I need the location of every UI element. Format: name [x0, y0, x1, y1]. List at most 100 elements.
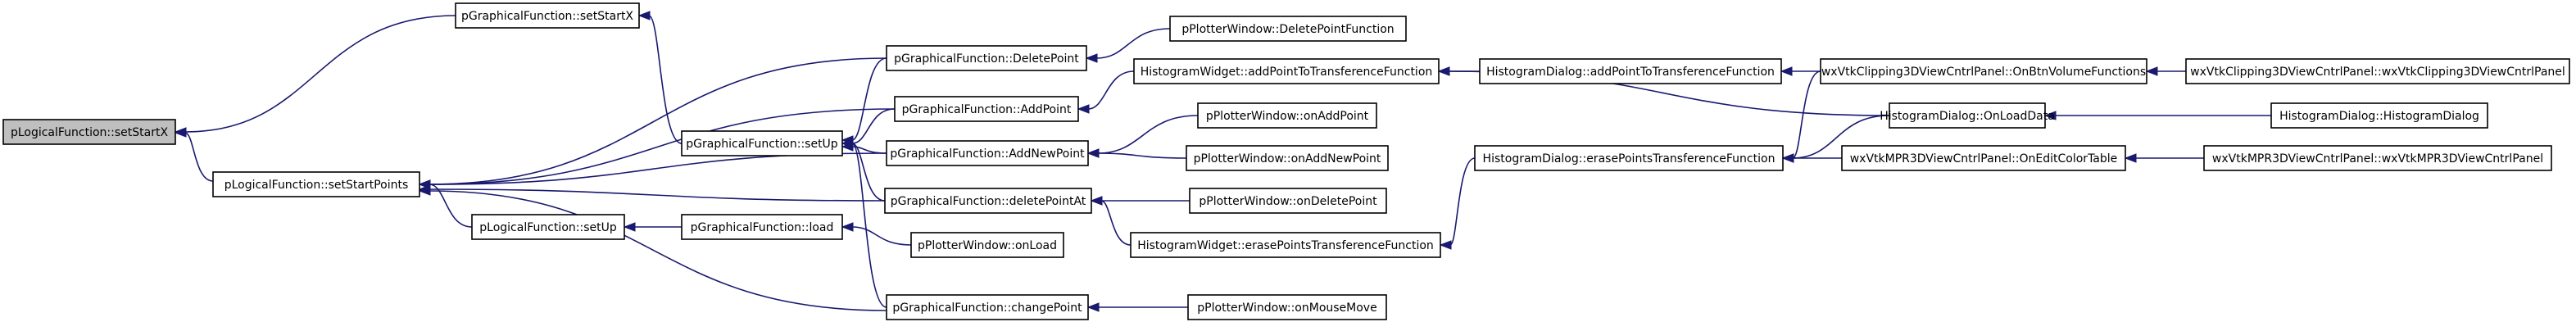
edge-histogramdialog-histogramdialog-to-histogramdialog-onloaddata [2043, 111, 2271, 120]
node-histogramwidget-addpointtotransferencefunction[interactable]: HistogramWidget::addPointToTransferenceF… [1133, 58, 1440, 84]
edge-pgraphicalfunction-changepoint-to-plogicalfunction-setstartpoints [418, 186, 887, 311]
node-histogramwidget-erasepointstransferencefunction[interactable]: HistogramWidget::erasePointsTransference… [1130, 232, 1441, 258]
node-label: pGraphicalFunction::setUp [686, 138, 838, 151]
node-pgraphicalfunction-deletepoint[interactable]: pGraphicalFunction::DeletePoint [886, 45, 1087, 71]
node-pgraphicalfunction-setstartx[interactable]: pGraphicalFunction::setStartX [455, 2, 640, 29]
node-label: HistogramDialog::addPointToTransferenceF… [1486, 66, 1775, 79]
node-histogramdialog-onloaddata[interactable]: HistogramDialog::OnLoadData [1880, 102, 2055, 129]
node-label: wxVtkMPR3DViewCntrlPanel::OnEditColorTab… [1850, 152, 2118, 166]
node-label: HistogramWidget::addPointToTransferenceF… [1141, 66, 1433, 79]
node-label: pGraphicalFunction::setStartX [461, 10, 633, 23]
node-pplotterwindow-onmousemove[interactable]: pPlotterWindow::onMouseMove [1187, 294, 1387, 320]
node-label: HistogramWidget::erasePointsTransference… [1137, 239, 1434, 252]
node-box [2203, 145, 2552, 171]
node-wxvtkclipping3dviewcntrlpanel-wxvtkclipping3dviewcntrlpanel[interactable]: wxVtkClipping3DViewCntrlPanel::wxVtkClip… [2185, 58, 2570, 84]
node-box [455, 2, 640, 29]
node-label: pGraphicalFunction::load [691, 221, 834, 234]
edge-wxvtkclipping3dviewcntrlpanel-onbtnvolumefunctions-to-histogramdialog-addpointtotransferencefunction [1780, 66, 1821, 76]
edge-wxvtkmpr3dviewcntrlpanel-wxvtkmpr3dviewcntrlpanel-to-wxvtkmpr3dviewcntrlpanel-oneditcolortable [2124, 153, 2204, 163]
node-box [910, 232, 1064, 258]
node-label: pGraphicalFunction::DeletePoint [894, 52, 1079, 66]
arrowhead [1090, 196, 1103, 206]
arrowhead [623, 222, 636, 232]
node-label: HistogramDialog::OnLoadData [1880, 110, 2055, 123]
node-wxvtkclipping3dviewcntrlpanel-onbtnvolumefunctions[interactable]: wxVtkClipping3DViewCntrlPanel::OnBtnVolu… [1820, 58, 2147, 84]
node-pgraphicalfunction-deletepointat[interactable]: pGraphicalFunction::deletePointAt [884, 188, 1092, 214]
node-label: pPlotterWindow::onAddNewPoint [1194, 152, 1381, 166]
arrowhead [1781, 153, 1794, 163]
node-box [1479, 58, 1782, 84]
edge-pplotterwindow-deletepointfunction-to-pgraphicalfunction-deletepoint [1085, 28, 1171, 63]
node-label: HistogramDialog::erasePointsTransference… [1483, 152, 1776, 166]
node-box [1841, 145, 2126, 171]
node-label: wxVtkMPR3DViewCntrlPanel::wxVtkMPR3DView… [2212, 152, 2543, 166]
call-graph-edges [174, 11, 2271, 312]
edge-pplotterwindow-onmousemove-to-pgraphicalfunction-changepoint [1086, 302, 1188, 312]
node-histogramdialog-erasepointstransferencefunction[interactable]: HistogramDialog::erasePointsTransference… [1474, 145, 1784, 171]
arrowhead [1077, 104, 1090, 114]
arrowhead [2145, 66, 2158, 76]
node-label: HistogramDialog::HistogramDialog [2279, 110, 2479, 123]
arrowhead [2043, 111, 2057, 120]
node-box [2270, 102, 2488, 129]
node-plogicalfunction-setup[interactable]: pLogicalFunction::setUp [471, 214, 625, 240]
node-box [212, 171, 420, 197]
arrowhead [2124, 153, 2137, 163]
node-pplotterwindow-onaddpoint[interactable]: pPlotterWindow::onAddPoint [1197, 102, 1377, 129]
node-label: pPlotterWindow::onAddPoint [1206, 110, 1369, 123]
edge-pgraphicalfunction-deletepoint-to-pgraphicalfunction-setup [841, 57, 887, 145]
node-wxvtkmpr3dviewcntrlpanel-wxvtkmpr3dviewcntrlpanel[interactable]: wxVtkMPR3DViewCntrlPanel::wxVtkMPR3DView… [2203, 145, 2552, 171]
node-box [1130, 232, 1441, 258]
node-pgraphicalfunction-addpoint[interactable]: pGraphicalFunction::AddPoint [894, 96, 1079, 122]
node-label: pPlotterWindow::onLoad [918, 239, 1057, 252]
edge-wxvtkclipping3dviewcntrlpanel-wxvtkclipping3dviewcntrlpanel-to-wxvtkclipping3dviewcntrlpanel-onbtnvolumefunctions [2145, 66, 2186, 76]
arrowhead [1437, 66, 1450, 76]
node-label: pPlotterWindow::onMouseMove [1197, 302, 1376, 315]
node-box [1197, 102, 1377, 129]
node-box [1189, 188, 1387, 214]
node-label: pGraphicalFunction::deletePointAt [891, 195, 1086, 208]
edge-pplotterwindow-ondeletepoint-to-pgraphicalfunction-deletepointat [1090, 196, 1190, 206]
node-plogicalfunction-setstartx[interactable]: pLogicalFunction::setStartX [2, 119, 176, 145]
node-box [2, 119, 176, 145]
node-pplotterwindow-onaddnewpoint[interactable]: pPlotterWindow::onAddNewPoint [1186, 145, 1389, 171]
node-box [1187, 294, 1387, 320]
node-box [1820, 58, 2147, 84]
node-box [1186, 145, 1389, 171]
node-wxvtkmpr3dviewcntrlpanel-oneditcolortable[interactable]: wxVtkMPR3DViewCntrlPanel::OnEditColorTab… [1841, 145, 2126, 171]
edge-pgraphicalfunction-changepoint-to-pgraphicalfunction-setup [841, 138, 887, 308]
arrowhead [841, 222, 854, 232]
arrowhead [174, 128, 187, 138]
node-histogramdialog-histogramdialog[interactable]: HistogramDialog::HistogramDialog [2270, 102, 2488, 129]
node-pgraphicalfunction-changepoint[interactable]: pGraphicalFunction::changePoint [886, 294, 1089, 320]
edge-pgraphicalfunction-load-to-plogicalfunction-setup [623, 222, 682, 232]
node-pplotterwindow-ondeletepoint[interactable]: pPlotterWindow::onDeletePoint [1189, 188, 1387, 214]
node-box [681, 214, 843, 240]
edge-histogramwidget-addpointtotransferencefunction-to-pgraphicalfunction-addpoint [1077, 70, 1135, 114]
edge-histogramdialog-erasepointstransferencefunction-to-histogramwidget-erasepointstransferencefunction [1439, 157, 1476, 250]
node-histogramdialog-addpointtotransferencefunction[interactable]: HistogramDialog::addPointToTransferenceF… [1479, 58, 1782, 84]
node-label: wxVtkClipping3DViewCntrlPanel::wxVtkClip… [2190, 66, 2565, 79]
edge-histogramwidget-erasepointstransferencefunction-to-pgraphicalfunction-deletepointat [1090, 196, 1132, 246]
node-pgraphicalfunction-addnewpoint[interactable]: pGraphicalFunction::AddNewPoint [886, 140, 1089, 166]
node-label: pGraphicalFunction::AddPoint [902, 103, 1072, 116]
node-label: pLogicalFunction::setStartX [11, 126, 169, 139]
edge-pgraphicalfunction-setup-to-pgraphicalfunction-setstartx [637, 11, 683, 144]
node-pplotterwindow-deletepointfunction[interactable]: pPlotterWindow::DeletePointFunction [1169, 16, 1407, 42]
node-box [886, 45, 1087, 71]
node-label: pLogicalFunction::setUp [479, 221, 617, 234]
node-pgraphicalfunction-setup[interactable]: pGraphicalFunction::setUp [681, 130, 843, 156]
node-pplotterwindow-onload[interactable]: pPlotterWindow::onLoad [910, 232, 1064, 258]
edge-plogicalfunction-setstartpoints-to-plogicalfunction-setstartx [174, 128, 214, 182]
node-label: pGraphicalFunction::changePoint [892, 302, 1082, 315]
arrowhead [1780, 66, 1793, 76]
call-graph-nodes: pLogicalFunction::setStartXpGraphicalFun… [2, 2, 2570, 320]
node-box [681, 130, 843, 156]
node-pgraphicalfunction-load[interactable]: pGraphicalFunction::load [681, 214, 843, 240]
node-label: wxVtkClipping3DViewCntrlPanel::OnBtnVolu… [1821, 66, 2146, 79]
node-box [1474, 145, 1784, 171]
edge-pplotterwindow-onaddnewpoint-to-pgraphicalfunction-addnewpoint [1086, 148, 1187, 159]
arrowhead [1086, 148, 1100, 158]
node-plogicalfunction-setstartpoints[interactable]: pLogicalFunction::setStartPoints [212, 171, 420, 197]
node-box [1169, 16, 1407, 42]
